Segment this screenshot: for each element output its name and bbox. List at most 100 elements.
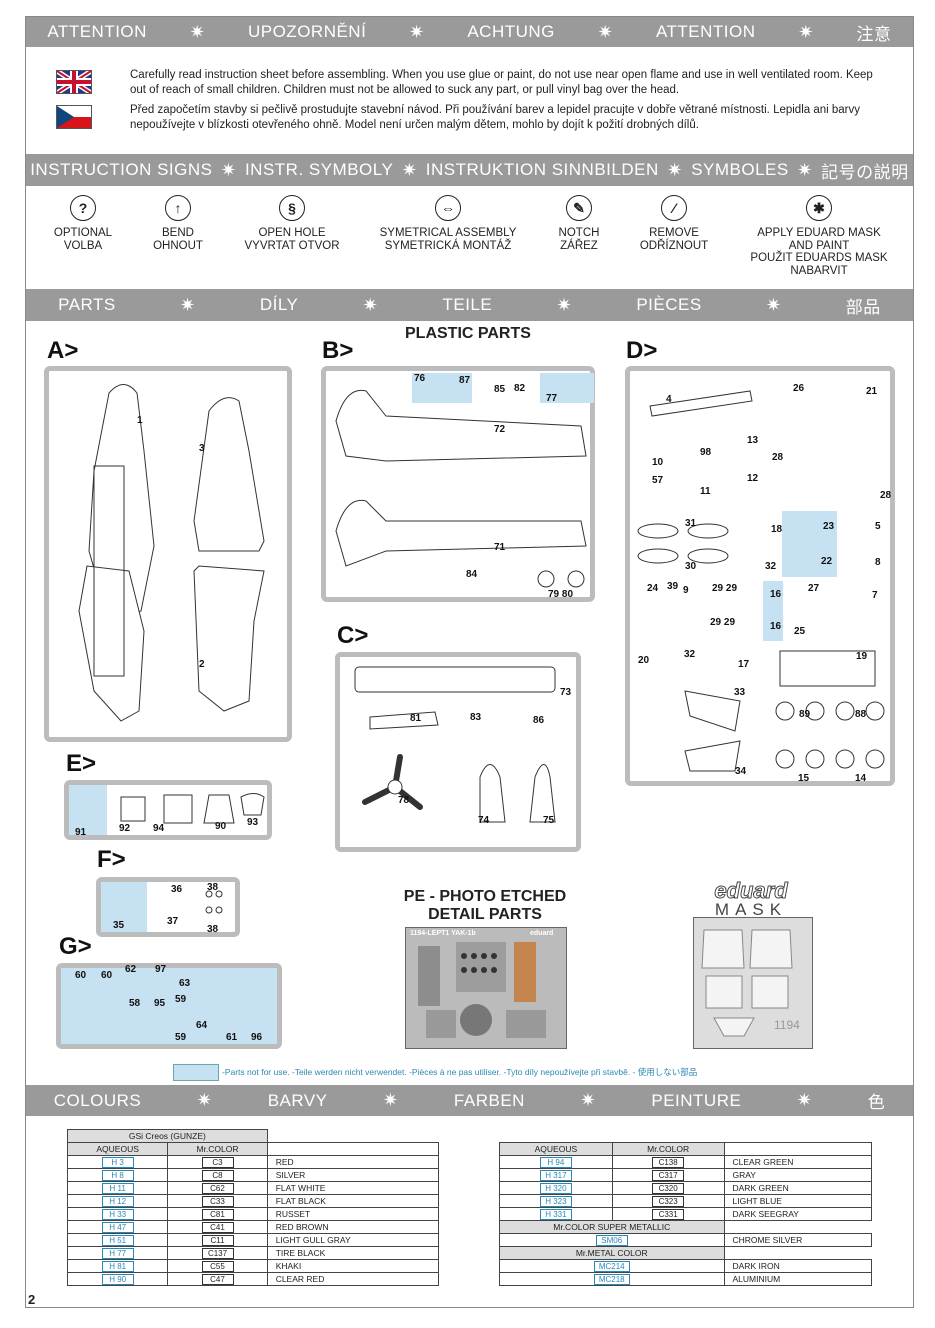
mr-color-cell: C323 [611, 1194, 725, 1208]
band-label: PARTS [58, 295, 116, 314]
super-metallic-header: Mr.COLOR SUPER METALLIC [499, 1220, 725, 1234]
mr-color-code: C41 [201, 1221, 234, 1233]
band-label: PEINTURE [651, 1090, 742, 1110]
aqueous-code: H 323 [539, 1195, 572, 1207]
band-label: 注意 [856, 24, 892, 44]
mask-sheet-drawing [701, 929, 793, 1037]
mr-color-code: C323 [652, 1195, 685, 1207]
mr-color-cell: C137 [167, 1246, 268, 1260]
band-label: INSTRUCTION SIGNS [30, 160, 213, 179]
pe-title: PE - PHOTO ETCHED DETAIL PARTS [403, 888, 567, 923]
colour-name: LIGHT BLUE [723, 1194, 872, 1208]
mr-color-code: C8 [201, 1169, 234, 1181]
sprue-b-drawing [335, 389, 587, 588]
sprue-letter-a: A> [47, 337, 79, 364]
metal-code: SM06 [595, 1234, 628, 1246]
colour-name: RED BROWN [266, 1220, 440, 1234]
unused-parts-highlight [540, 373, 594, 403]
sprue-letter-g: G> [59, 933, 92, 960]
mr-color-cell: C320 [611, 1181, 725, 1195]
sprue-letter-b: B> [322, 337, 354, 364]
sign-label: BEND OHNOUT [153, 227, 203, 252]
band-label: UPOZORNĚNÍ [247, 22, 367, 41]
attention-band: ATTENTION✷ UPOZORNĚNÍ✷ ACHTUNG✷ ATTENTIO… [26, 17, 913, 47]
sprue-letter-c: C> [337, 622, 369, 649]
band-label: 部品 [845, 297, 881, 317]
sprue-b: 76 87 85 82 77 72 71 84 79 80 [321, 366, 595, 602]
sprue-letter-f: F> [97, 846, 126, 873]
mask-sheet: 1194 [693, 917, 813, 1049]
mr-color-code: C62 [201, 1182, 234, 1194]
col-aqueous: AQUEOUS [66, 1142, 169, 1156]
eduard-mask-logo: eduard MASK [688, 879, 814, 918]
band-label: INSTR. SYMBOLY [244, 160, 394, 179]
sprue-c: 73 81 83 86 78 74 75 [335, 652, 581, 852]
band-label: INSTRUKTION SINNBILDEN [425, 160, 659, 179]
unused-parts-legend-text: -Parts not for use. -Teile werden nicht … [222, 1067, 698, 1077]
unused-parts-legend-swatch [173, 1064, 219, 1081]
notch-icon: ✎ [566, 195, 592, 221]
aqueous-cell: H 11 [66, 1181, 169, 1195]
metal-code: MC214 [593, 1260, 630, 1272]
sprue-letter-d: D> [626, 337, 658, 364]
colour-name: KHAKI [266, 1259, 440, 1273]
sign-notch: ✎ NOTCH ZÁŘEZ [548, 195, 610, 252]
aqueous-code: H 77 [101, 1247, 134, 1259]
metal-code-cell: MC218 [499, 1272, 725, 1286]
col-mr-color: Mr.COLOR [611, 1142, 725, 1156]
sign-label: NOTCH ZÁŘEZ [558, 227, 600, 252]
mr-color-code: C55 [201, 1260, 234, 1272]
mr-color-cell: C3 [167, 1155, 268, 1169]
symmetry-icon: ⇔ [435, 195, 461, 221]
aqueous-code: H 317 [539, 1169, 572, 1181]
pe-fret-drawing [418, 942, 546, 1038]
unused-parts-highlight [101, 882, 147, 932]
plastic-parts-title: PLASTIC PARTS [405, 325, 531, 342]
mr-color-code: C331 [652, 1208, 685, 1220]
aqueous-cell: H 94 [499, 1155, 613, 1169]
aqueous-cell: H 81 [66, 1259, 169, 1273]
metal-code: MC218 [593, 1273, 630, 1285]
band-label: ACHTUNG [467, 22, 555, 41]
colour-name: GRAY [723, 1168, 872, 1182]
sign-label: REMOVE ODŘÍZNOUT [639, 227, 709, 252]
mr-color-cell: C331 [611, 1207, 725, 1221]
col-mr-color: Mr.COLOR [167, 1142, 268, 1156]
sign-open-hole: § OPEN HOLE VYVRTAT OTVOR [237, 195, 347, 252]
page-frame [25, 16, 914, 1308]
colour-name: CHROME SILVER [723, 1233, 872, 1247]
aqueous-code: H 3 [101, 1156, 134, 1168]
col-aqueous: AQUEOUS [499, 1142, 613, 1156]
unused-parts-highlight [69, 785, 107, 835]
mr-color-cell: C47 [167, 1272, 268, 1286]
sign-label: SYMETRICAL ASSEMBLY SYMETRICKÁ MONTÁŽ [379, 227, 517, 252]
colours-band: COLOURS✷ BARVY✷ FARBEN✷ PEINTURE✷ 色 [26, 1085, 913, 1116]
unused-parts-highlight [763, 581, 783, 641]
mask-number: 1194 [774, 1018, 800, 1032]
band-label: ATTENTION [47, 22, 147, 41]
aqueous-cell: H 51 [66, 1233, 169, 1247]
warning-text-en: Carefully read instruction sheet before … [130, 69, 873, 96]
band-label: BARVY [267, 1090, 328, 1110]
mr-color-code: C320 [652, 1182, 685, 1194]
unused-parts-highlight [412, 373, 472, 403]
band-label: DÍLY [259, 295, 299, 314]
sprue-c-drawing [354, 666, 556, 823]
aqueous-cell: H 323 [499, 1194, 613, 1208]
page-number: 2 [28, 1292, 36, 1307]
sign-label: OPEN HOLE VYVRTAT OTVOR [244, 227, 340, 252]
metal-code-cell: MC214 [499, 1259, 725, 1273]
